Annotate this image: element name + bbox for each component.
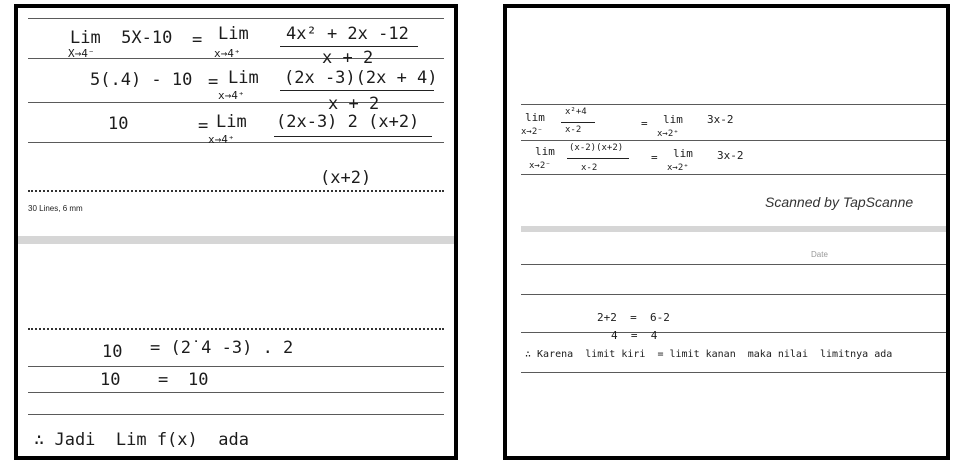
left-top-sheet: Lim 5X-10 X→4⁻ = Lim x→4⁺ 4x² + 2x -12 x… xyxy=(28,14,444,236)
r2-denominator: x + 2 xyxy=(328,94,380,114)
rb3-conclusion: ∴ Karena limit kiri = limit kanan maka n… xyxy=(525,349,893,360)
rr2-numerator: (x-2)(x+2) xyxy=(569,143,624,153)
b2-rhs: 10 xyxy=(188,370,209,390)
r3-numerator: (2x-3) 2 (x+2) xyxy=(276,112,420,132)
rr2-rhs: 3x-2 xyxy=(717,149,744,162)
rr1-fraction-bar xyxy=(561,122,595,123)
rr1-numerator: x²+4 xyxy=(565,107,587,117)
b1-lhs: 10 xyxy=(102,342,123,362)
rr1-equals: = xyxy=(641,117,648,130)
left-photo-panel: Lim 5X-10 X→4⁻ = Lim x→4⁺ 4x² + 2x -12 x… xyxy=(14,4,458,460)
r2-lim: Lim xyxy=(228,68,259,88)
r3-lim: Lim xyxy=(216,112,247,132)
r2-numerator: (2x -3)(2x + 4) xyxy=(284,68,438,88)
rr1-lim-subscript: x→2⁻ xyxy=(521,127,543,137)
r3-equals: = xyxy=(198,116,209,136)
rr2-denominator: x-2 xyxy=(581,163,598,173)
rr1-rhs: 3x-2 xyxy=(707,113,734,126)
rr2-right-lim: lim xyxy=(673,147,693,160)
r2-equals: = xyxy=(208,72,219,92)
rr2-right-lim-subscript: x→2⁺ xyxy=(667,163,689,173)
rr2-lim: lim xyxy=(535,145,555,158)
paper-lines-label: 30 Lines, 6 mm xyxy=(28,204,83,213)
left-scan-gap xyxy=(18,236,454,244)
b3-conclusion: ∴ Jadi Lim f(x) ada xyxy=(34,430,249,450)
r2-lhs-expression: 5(.4) - 10 xyxy=(90,70,193,90)
r1-lhs-subscript: X→4⁻ xyxy=(68,47,95,60)
right-scan-gap xyxy=(521,226,946,232)
rr2-equals: = xyxy=(651,151,658,164)
rr2-fraction-bar xyxy=(567,158,629,159)
r3-denominator: (x+2) xyxy=(320,168,372,188)
tapscanner-watermark: Scanned by TapScanne xyxy=(765,194,914,210)
r1-lim-subscript: x→4⁺ xyxy=(214,47,241,60)
b1-rhs: = (2˙4 -3) . 2 xyxy=(150,338,294,358)
right-bottom-sheet: Date 2+2 = 6-2 4 = 4 ∴ Karena limit kiri… xyxy=(521,232,946,376)
right-top-sheet: lim x→2⁻ x²+4 x-2 = lim x→2⁺ 3x-2 lim x→… xyxy=(521,100,946,226)
r3-fraction-bar xyxy=(274,136,432,137)
rr1-lim: lim xyxy=(525,111,545,124)
r3-lhs-expression: 10 xyxy=(108,114,129,134)
r2-fraction-bar xyxy=(280,90,434,91)
r1-fraction-bar xyxy=(280,46,418,47)
r1-lhs-expression: Lim 5X-10 xyxy=(70,28,173,48)
rb1-equation: 2+2 = 6-2 xyxy=(597,311,670,324)
r2-lim-subscript: x→4⁺ xyxy=(218,89,245,102)
rr2-lim-subscript: x→2⁻ xyxy=(529,161,551,171)
rr1-denominator: x-2 xyxy=(565,125,582,135)
rb2-equation: 4 = 4 xyxy=(611,329,658,342)
right-photo-panel: lim x→2⁻ x²+4 x-2 = lim x→2⁺ 3x-2 lim x→… xyxy=(503,4,950,460)
date-label: Date xyxy=(811,250,828,259)
r1-denominator: x + 2 xyxy=(322,48,374,68)
b2-equals: = xyxy=(158,370,169,390)
rr1-right-lim-subscript: x→2⁺ xyxy=(657,129,679,139)
r1-equals: = xyxy=(192,30,203,50)
b2-lhs: 10 xyxy=(100,370,121,390)
r3-lim-subscript: x→4⁺ xyxy=(208,133,235,146)
rr1-right-lim: lim xyxy=(663,113,683,126)
left-bottom-sheet: 10 = (2˙4 -3) . 2 10 = 10 ∴ Jadi Lim f(x… xyxy=(28,244,444,456)
r1-lim: Lim xyxy=(218,24,249,44)
r1-numerator: 4x² + 2x -12 xyxy=(286,24,409,44)
